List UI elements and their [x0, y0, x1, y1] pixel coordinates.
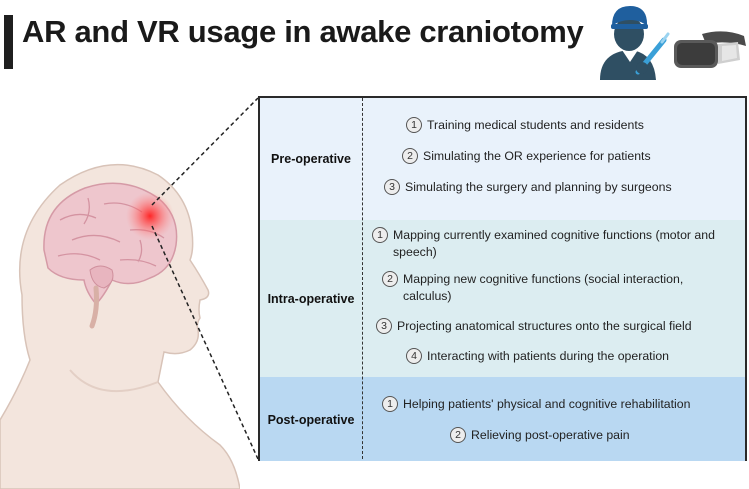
item-text: Simulating the OR experience for patient…	[423, 149, 651, 163]
number-badge: 1	[382, 396, 398, 412]
phase-label: Pre-operative	[271, 152, 351, 166]
head-brain-illustration	[0, 163, 240, 489]
phase-label: Intra-operative	[267, 292, 355, 306]
item-text: Relieving post-operative pain	[471, 428, 630, 442]
item-text: Training medical students and residents	[427, 118, 644, 132]
list-item: 2 Relieving post-operative pain	[450, 427, 630, 444]
list-item: 3 Projecting anatomical structures onto …	[376, 318, 692, 335]
list-item: 1 Helping patients' physical and cogniti…	[382, 396, 690, 413]
section-pre-operative: Pre-operative 1 Training medical student…	[260, 98, 745, 220]
number-badge: 1	[372, 227, 388, 243]
title-accent-bar	[4, 15, 13, 69]
number-badge: 3	[376, 318, 392, 334]
number-badge: 2	[450, 427, 466, 443]
item-text: Helping patients' physical and cognitive…	[403, 397, 691, 411]
phase-label: Post-operative	[267, 413, 355, 427]
list-item: 1 Training medical students and resident…	[406, 117, 644, 134]
number-badge: 1	[406, 117, 422, 133]
item-text: Mapping currently examined cognitive fun…	[393, 228, 715, 259]
list-item: 1 Mapping currently examined cognitive f…	[372, 227, 732, 261]
item-text: Mapping new cognitive functions (social …	[403, 272, 684, 303]
number-badge: 4	[406, 348, 422, 364]
section-post-operative: Post-operative 1 Helping patients' physi…	[260, 377, 745, 461]
list-item: 2 Mapping new cognitive functions (socia…	[382, 271, 732, 305]
vr-headset-icon	[674, 31, 746, 68]
phase-panel: Pre-operative 1 Training medical student…	[258, 96, 747, 461]
number-badge: 3	[384, 179, 400, 195]
item-text: Interacting with patients during the ope…	[427, 349, 669, 363]
list-item: 4 Interacting with patients during the o…	[406, 348, 669, 365]
dashed-divider	[362, 98, 363, 459]
number-badge: 2	[382, 271, 398, 287]
page-title: AR and VR usage in awake craniotomy	[22, 14, 584, 49]
section-intra-operative: Intra-operative 1 Mapping currently exam…	[260, 220, 745, 377]
item-text: Simulating the surgery and planning by s…	[405, 180, 672, 194]
list-item: 3 Simulating the surgery and planning by…	[384, 179, 672, 196]
item-text: Projecting anatomical structures onto th…	[397, 319, 692, 333]
surgeon-icon	[600, 6, 670, 80]
number-badge: 2	[402, 148, 418, 164]
list-item: 2 Simulating the OR experience for patie…	[402, 148, 651, 165]
